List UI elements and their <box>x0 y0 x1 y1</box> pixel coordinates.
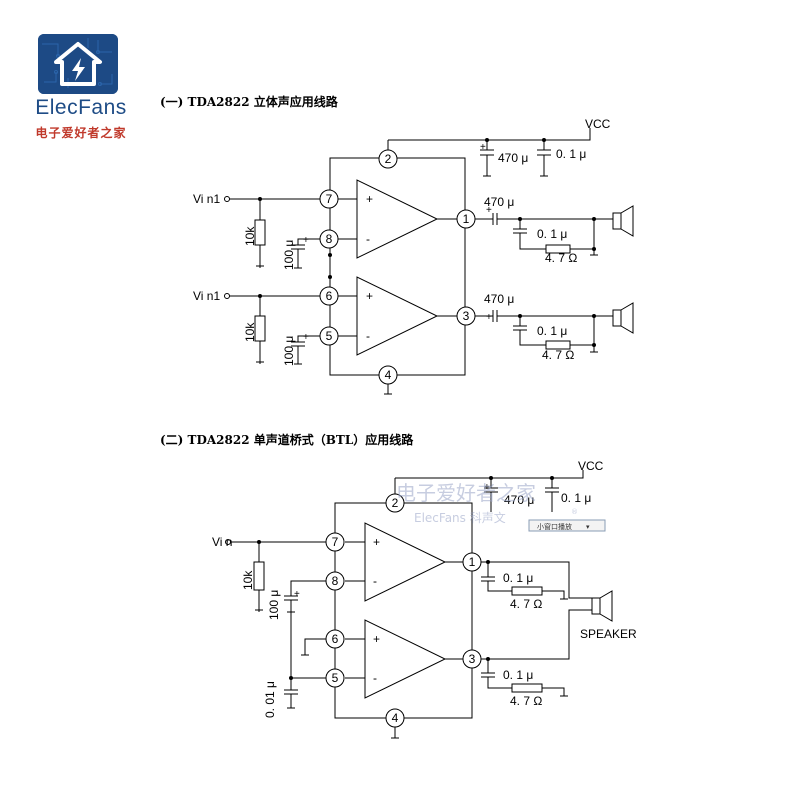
mini-window-play-button[interactable]: 小窗口播放 ▾ <box>528 519 606 532</box>
c1-fb-cap-2-label: 100 μ <box>282 336 296 366</box>
c2-small-cap-label: 0. 01 μ <box>263 681 277 718</box>
section2-title: (二) TDA2822 单声道桥式（BTL）应用线路 <box>160 433 414 447</box>
section1-title: (一) TDA2822 立体声应用线路 <box>160 95 338 109</box>
c1-output-1 <box>475 213 613 225</box>
c2-supply-cap-2-label: 0. 1 μ <box>561 491 591 505</box>
c2-pin-7: 7 <box>332 535 339 549</box>
c2-input-res-label: 10k <box>241 570 255 590</box>
c1-opamp-1 <box>356 179 439 259</box>
c2-speaker <box>591 590 613 622</box>
c2-a1-plus: + <box>373 535 380 549</box>
c1-a2-minus: - <box>366 329 370 343</box>
c1-pin-4: 4 <box>385 368 392 382</box>
c1-pin-8: 8 <box>326 232 333 246</box>
c2-input-label: Vi n <box>212 535 232 549</box>
c2-a2-plus: + <box>373 632 380 646</box>
c2-zobel-cap-1-label: 0. 1 μ <box>503 571 533 585</box>
c2-opamp-1 <box>364 522 447 602</box>
svg-text:+: + <box>480 142 486 153</box>
chevron-down-icon: ▾ <box>586 523 590 531</box>
c1-pin-5: 5 <box>326 329 333 343</box>
c2-res-1-label: 4. 7 Ω <box>510 597 542 611</box>
watermark-line2: ElecFans 科声文 <box>414 510 506 525</box>
c2-pin-2: 2 <box>392 496 399 510</box>
c1-res-1-label: 4. 7 Ω <box>545 251 577 265</box>
c2-ic-outline <box>334 502 473 719</box>
c2-fb-cap-label: 100 μ <box>267 590 281 620</box>
c2-a1-minus: - <box>373 574 377 588</box>
c1-input-res-1-label: 10k <box>243 226 257 246</box>
c1-zobel-cap-2-label: 0. 1 μ <box>537 324 567 338</box>
svg-text:+: + <box>303 235 309 246</box>
c1-output-2 <box>475 310 613 322</box>
c1-supply-cap-1 <box>480 140 494 177</box>
c1-a1-minus: - <box>366 232 370 246</box>
c2-vcc-label: VCC <box>578 459 604 473</box>
c1-speaker-2 <box>612 302 634 334</box>
c2-pin-6: 6 <box>332 632 339 646</box>
c2-output-2 <box>481 609 592 660</box>
c1-input-wires <box>229 198 320 297</box>
c1-ic-outline <box>329 157 466 376</box>
c2-zobel-cap-2-label: 0. 1 μ <box>503 668 533 682</box>
c1-pin-3: 3 <box>463 309 470 323</box>
c1-fb-cap-1 <box>291 238 320 269</box>
c1-pin-6: 6 <box>326 289 333 303</box>
c2-vcc-rail <box>395 470 584 479</box>
c1-zobel-cap-1-label: 0. 1 μ <box>537 227 567 241</box>
c1-speaker-1 <box>612 205 634 237</box>
c2-pin-4: 4 <box>392 711 399 725</box>
c1-out-cap-2-label: 470 μ <box>484 292 514 306</box>
c1-pin-7: 7 <box>326 192 333 206</box>
c1-res-2-label: 4. 7 Ω <box>542 348 574 362</box>
c2-pin-5: 5 <box>332 671 339 685</box>
c1-vcc-label: VCC <box>585 117 611 131</box>
c1-pin-1: 1 <box>463 212 470 226</box>
logo-tagline: 电子爱好者之家 <box>35 126 127 140</box>
c1-vcc-rail <box>388 128 591 141</box>
svg-text:+: + <box>486 205 492 216</box>
c2-opamp-2 <box>364 619 447 699</box>
c1-input-2-label: Vi n1 <box>193 289 220 303</box>
c1-fb-cap-1-label: 100 μ <box>282 240 296 270</box>
watermark-reg: ® <box>571 508 578 516</box>
watermark: 电子爱好者之家 ElecFans 科声文 ® <box>396 481 578 525</box>
c1-input-1-label: Vi n1 <box>193 192 220 206</box>
c2-output-1 <box>481 561 592 599</box>
c1-out-cap-1-label: 470 μ <box>484 195 514 209</box>
logo-wordmark: ElecFans <box>35 96 127 119</box>
svg-text:+: + <box>294 589 300 600</box>
c1-opamp-2 <box>356 276 439 356</box>
c2-speaker-label: SPEAKER <box>580 627 637 641</box>
c2-res-2-label: 4. 7 Ω <box>510 694 542 708</box>
svg-text:+: + <box>484 482 490 493</box>
svg-text:+: + <box>486 312 492 323</box>
c1-supply-cap-1-label: 470 μ <box>498 151 528 165</box>
logo-emblem <box>38 34 118 94</box>
svg-text:+: + <box>303 332 309 343</box>
c2-supply-cap-1-label: 470 μ <box>504 493 534 507</box>
c1-fb-cap-2 <box>291 335 320 365</box>
c2-a2-minus: - <box>373 671 377 685</box>
c1-a1-plus: + <box>366 192 373 206</box>
c1-supply-cap-2 <box>537 140 551 177</box>
c2-pin-3: 3 <box>469 652 476 666</box>
c1-supply-cap-2-label: 0. 1 μ <box>556 147 586 161</box>
mini-window-play-label: 小窗口播放 <box>537 522 572 531</box>
c2-pin-1: 1 <box>469 555 476 569</box>
elecfans-logo: ElecFans 电子爱好者之家 <box>19 34 149 146</box>
c2-pin-8: 8 <box>332 574 339 588</box>
c1-a2-plus: + <box>366 289 373 303</box>
watermark-line1: 电子爱好者之家 <box>396 481 536 505</box>
c1-pin-2: 2 <box>385 152 392 166</box>
c1-input-res-2-label: 10k <box>243 322 257 342</box>
